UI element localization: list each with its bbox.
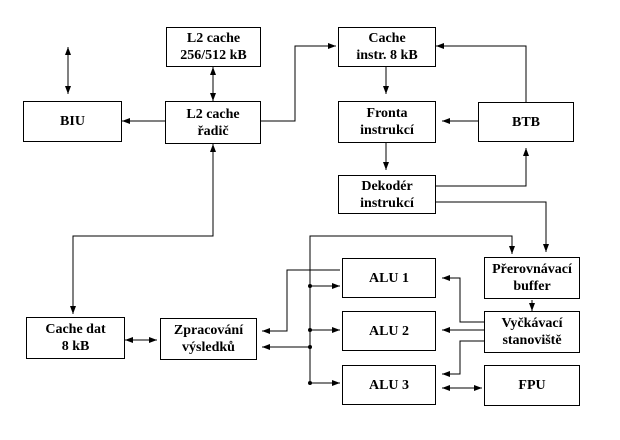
biu-label-line1: BIU <box>60 114 85 129</box>
btb-to-instr-cache-arrow <box>436 43 527 102</box>
fpu-block: FPU <box>484 365 580 406</box>
result-bus-to-reorder-arrow <box>309 235 515 383</box>
l2-controller-block: L2 cache řadič <box>165 101 261 144</box>
bus-junction-dot <box>308 284 312 288</box>
result-processing-label-line2: výsledků <box>182 340 235 355</box>
data-cache-label-line1: Cache dat <box>45 322 106 337</box>
instr-queue-block: Fronta instrukcí <box>338 101 436 143</box>
bus-junction-dot <box>308 381 312 385</box>
instr-cache-block: Cache instr. 8 kB <box>338 27 436 67</box>
fpu-label-line1: FPU <box>518 378 546 393</box>
bus-junction-dot <box>308 328 312 332</box>
alu2-label-line1: ALU 2 <box>368 323 410 339</box>
instr-cache-label-line1: Cache <box>368 31 406 46</box>
btb-block: BTB <box>478 102 574 142</box>
l2-to-data-cache-arrow <box>70 144 216 314</box>
alu2-block: ALU 2 <box>342 311 436 351</box>
l2-cache-label-line1: L2 cache <box>186 31 241 46</box>
btb-label-line1: BTB <box>511 114 540 130</box>
reservation-stations-label-line2: stanoviště <box>502 333 562 348</box>
decoder-to-reorder-arrow <box>436 201 549 252</box>
decoder-block: Dekodér instrukcí <box>338 175 436 214</box>
alu1-block: ALU 1 <box>342 258 436 298</box>
stations-to-alu1-arrow <box>442 275 484 323</box>
instr-cache-label-line2: instr. 8 kB <box>356 48 418 63</box>
decoder-to-btb-arrow <box>436 148 529 187</box>
alu3-label-line1: ALU 3 <box>368 377 410 393</box>
l2-to-instr-cache-arrow <box>261 43 336 122</box>
alu1-label-line1: ALU 1 <box>368 270 410 286</box>
decoder-label-line2: instrukcí <box>360 195 414 211</box>
data-cache-label-line2: 8 kB <box>61 339 90 354</box>
reservation-stations-label-line1: Vyčkávací <box>501 316 563 331</box>
data-cache-block: Cache dat 8 kB <box>26 317 125 359</box>
instr-queue-label-line1: Fronta <box>366 106 408 121</box>
result-processing-block: Zpracování výsledků <box>160 318 257 360</box>
alu3-block: ALU 3 <box>342 365 436 405</box>
l2-controller-label-line2: řadič <box>197 123 229 139</box>
bus-junction-dot <box>308 345 312 349</box>
l2-cache-label-line2: 256/512 kB <box>180 48 247 63</box>
alu1-to-results-arrow <box>262 269 340 334</box>
stations-to-alu3-arrow <box>442 340 484 377</box>
decoder-label-line1: Dekodér <box>361 178 413 194</box>
reservation-stations-block: Vyčkávací stanoviště <box>484 311 580 353</box>
biu-block: BIU <box>23 101 122 142</box>
l2-cache-block: L2 cache 256/512 kB <box>166 27 261 67</box>
reorder-buffer-label-line1: Přerovnávací <box>492 262 572 277</box>
result-processing-label-line1: Zpracování <box>173 323 244 338</box>
instr-queue-label-line2: instrukcí <box>360 123 414 138</box>
reorder-buffer-label-line2: buffer <box>513 279 551 294</box>
l2-controller-label-line1: L2 cache <box>186 106 240 122</box>
reorder-buffer-block: Přerovnávací buffer <box>484 257 580 299</box>
